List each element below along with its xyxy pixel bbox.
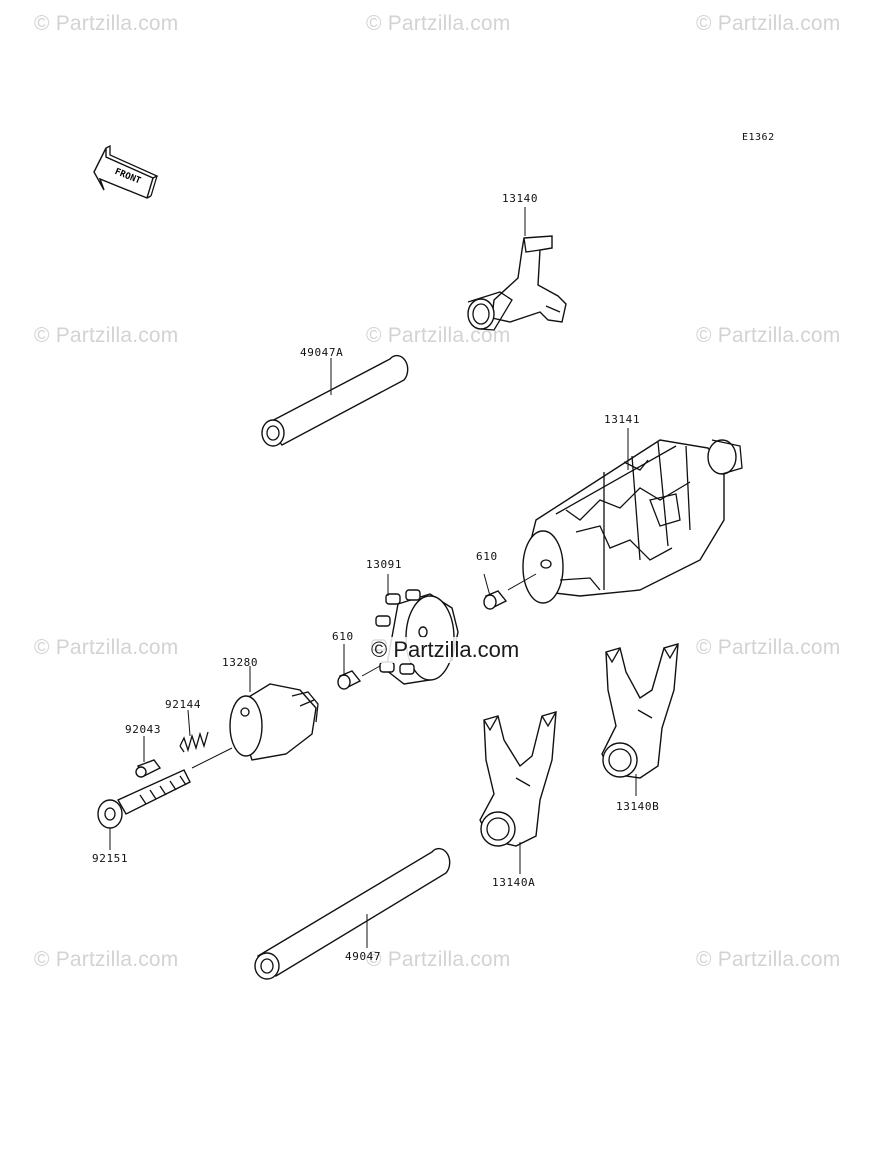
leader-610-drum: [507, 573, 537, 591]
guide-13280: [229, 683, 319, 761]
watermark: © Partzilla.com: [696, 324, 841, 347]
label-49047[interactable]: 49047: [345, 950, 382, 963]
label-610-right[interactable]: 610: [476, 550, 498, 563]
label-92151[interactable]: 92151: [92, 852, 129, 865]
shaft-49047: [254, 847, 451, 980]
dowel-pin-610-left: [337, 670, 362, 690]
shift-fork-13140b: [601, 643, 679, 779]
shift-drum-13141: [522, 439, 743, 604]
watermark: © Partzilla.com: [34, 948, 179, 971]
label-49047a[interactable]: 49047A: [300, 346, 344, 359]
watermark: © Partzilla.com: [366, 12, 511, 35]
bolt-92151: [97, 769, 191, 829]
leader-610-right: [483, 573, 491, 597]
watermark: © Partzilla.com: [696, 636, 841, 659]
watermark: © Partzilla.com: [34, 636, 179, 659]
shift-fork-13140: [467, 235, 567, 331]
label-13141[interactable]: 13141: [604, 413, 641, 426]
label-13140a[interactable]: 13140A: [492, 876, 536, 889]
watermark: © Partzilla.com: [366, 948, 511, 971]
leader-bolt-axis: [191, 747, 233, 769]
dowel-pin-610-right: [483, 590, 508, 610]
label-92144[interactable]: 92144: [165, 698, 202, 711]
pin-92043: [135, 759, 162, 778]
shift-fork-13140a: [479, 711, 557, 847]
label-13140b[interactable]: 13140B: [616, 800, 660, 813]
label-13280[interactable]: 13280: [222, 656, 259, 669]
shaft-49047a: [261, 354, 409, 447]
watermark-center: © Partzilla.com: [369, 637, 522, 663]
label-92043[interactable]: 92043: [125, 723, 162, 736]
watermark: © Partzilla.com: [366, 324, 511, 347]
leader-92144: [187, 709, 191, 737]
label-13140[interactable]: 13140: [502, 192, 539, 205]
label-13091[interactable]: 13091: [366, 558, 403, 571]
watermark: © Partzilla.com: [696, 12, 841, 35]
front-arrow-icon: FRONT: [93, 144, 159, 199]
watermark: © Partzilla.com: [34, 324, 179, 347]
label-610-left[interactable]: 610: [332, 630, 354, 643]
watermark: © Partzilla.com: [696, 948, 841, 971]
spring-92144: [179, 731, 209, 753]
leader-610-cam: [361, 665, 381, 677]
watermark: © Partzilla.com: [34, 12, 179, 35]
diagram-code: E1362: [742, 132, 775, 143]
